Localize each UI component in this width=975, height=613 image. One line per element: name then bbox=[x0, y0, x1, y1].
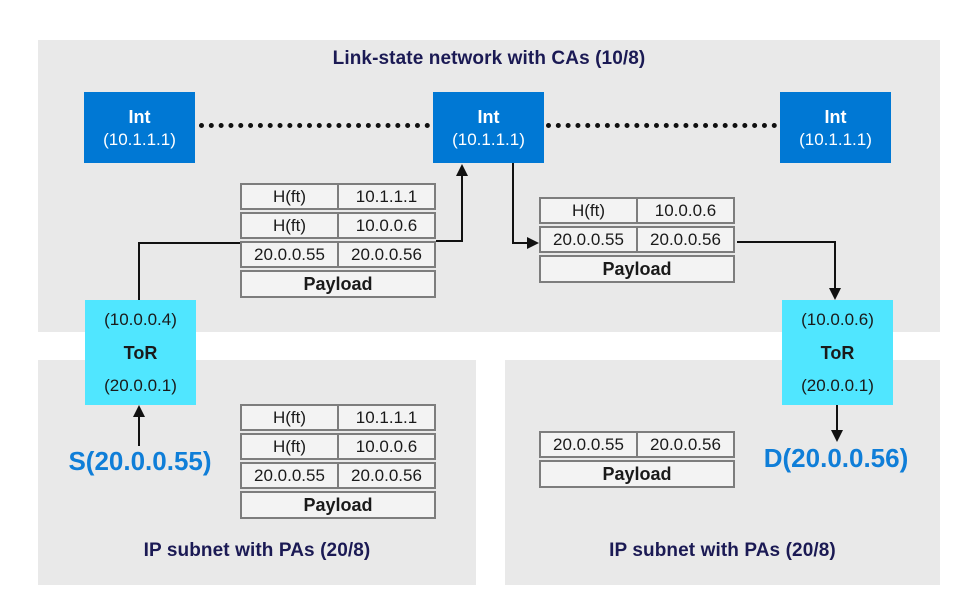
packet-cell: H(ft) bbox=[571, 201, 606, 220]
packet-row: H(ft) 10.0.0.6 bbox=[240, 433, 436, 460]
packet-row: 20.0.0.55 20.0.0.56 bbox=[240, 462, 436, 489]
packet-table-bottom-left: H(ft) 10.1.1.1 H(ft) 10.0.0.6 20.0.0.55 … bbox=[240, 404, 436, 519]
packet-row: 20.0.0.55 20.0.0.56 bbox=[240, 241, 436, 268]
connector-int-to-pkt-vertical bbox=[512, 163, 514, 244]
packet-cell: 10.0.0.6 bbox=[337, 435, 434, 458]
int-node-right: Int (10.1.1.1) bbox=[780, 92, 891, 163]
int-node-middle: Int (10.1.1.1) bbox=[433, 92, 544, 163]
packet-table-bottom-right: 20.0.0.55 20.0.0.56 Payload bbox=[539, 431, 735, 488]
int-node-address: (10.1.1.1) bbox=[799, 129, 872, 149]
connector-pkt-to-int-horizontal bbox=[436, 240, 463, 242]
int-node-name: Int bbox=[128, 106, 151, 127]
packet-cell: 20.0.0.56 bbox=[337, 464, 434, 487]
arrowhead-into-tor-right bbox=[829, 288, 841, 300]
connector-pkt-to-torright-vertical bbox=[834, 241, 836, 289]
packet-cell: 20.0.0.56 bbox=[636, 433, 733, 456]
connector-pkt-to-int-vertical bbox=[461, 175, 463, 242]
int-node-address: (10.1.1.1) bbox=[103, 129, 176, 149]
tor-node-name: ToR bbox=[820, 342, 855, 363]
connector-torleft-horizontal bbox=[138, 242, 240, 244]
int-node-name: Int bbox=[824, 106, 847, 127]
packet-row: 20.0.0.55 20.0.0.56 bbox=[539, 226, 735, 253]
arrowhead-into-int-middle bbox=[456, 164, 468, 176]
packet-payload: Payload bbox=[240, 270, 436, 298]
packet-cell: 10.1.1.1 bbox=[337, 185, 434, 208]
connector-int-to-pkt-horizontal bbox=[512, 242, 528, 244]
tor-node-name: ToR bbox=[123, 342, 158, 363]
tor-node-left: (10.0.0.4) ToR (20.0.0.1) bbox=[85, 300, 196, 405]
destination-endpoint-label: D(20.0.0.56) bbox=[763, 443, 909, 473]
packet-cell: 20.0.0.55 bbox=[553, 435, 624, 454]
packet-cell: H(ft) bbox=[272, 187, 307, 206]
tor-ca-address: (10.0.0.4) bbox=[104, 310, 177, 329]
diagram-title: Link-state network with CAs (10/8) bbox=[332, 48, 646, 69]
connector-torleft-vertical bbox=[138, 242, 140, 300]
arrowhead-into-tor-left bbox=[133, 405, 145, 417]
packet-row: H(ft) 10.1.1.1 bbox=[240, 183, 436, 210]
packet-row: 20.0.0.55 20.0.0.56 bbox=[539, 431, 735, 458]
tor-ca-address: (10.0.0.6) bbox=[801, 310, 874, 329]
packet-table-top-right: H(ft) 10.0.0.6 20.0.0.55 20.0.0.56 Paylo… bbox=[539, 197, 735, 283]
connector-dest-vertical bbox=[836, 405, 838, 431]
int-node-name: Int bbox=[477, 106, 500, 127]
packet-cell: 10.0.0.6 bbox=[337, 214, 434, 237]
packet-cell: 20.0.0.55 bbox=[254, 466, 325, 485]
packet-payload: Payload bbox=[539, 460, 735, 488]
tor-pa-address: (20.0.0.1) bbox=[104, 376, 177, 395]
connector-pkt-to-torright-horizontal bbox=[737, 241, 835, 243]
packet-cell: H(ft) bbox=[272, 437, 307, 456]
int-node-address: (10.1.1.1) bbox=[452, 129, 525, 149]
packet-cell: H(ft) bbox=[272, 408, 307, 427]
packet-payload: Payload bbox=[539, 255, 735, 283]
tor-pa-address: (20.0.0.1) bbox=[801, 376, 874, 395]
packet-cell: H(ft) bbox=[272, 216, 307, 235]
tor-node-right: (10.0.0.6) ToR (20.0.0.1) bbox=[782, 300, 893, 405]
packet-cell: 20.0.0.55 bbox=[254, 245, 325, 264]
packet-cell: 20.0.0.55 bbox=[553, 230, 624, 249]
dotted-link-left bbox=[199, 123, 430, 128]
packet-cell: 20.0.0.56 bbox=[337, 243, 434, 266]
subnet-left-label: IP subnet with PAs (20/8) bbox=[143, 540, 371, 561]
packet-table-top-left: H(ft) 10.1.1.1 H(ft) 10.0.0.6 20.0.0.55 … bbox=[240, 183, 436, 298]
subnet-right-label: IP subnet with PAs (20/8) bbox=[609, 540, 836, 561]
packet-row: H(ft) 10.0.0.6 bbox=[539, 197, 735, 224]
packet-cell: 10.0.0.6 bbox=[636, 199, 733, 222]
source-endpoint-label: S(20.0.0.55) bbox=[68, 446, 212, 476]
packet-cell: 10.1.1.1 bbox=[337, 406, 434, 429]
packet-row: H(ft) 10.1.1.1 bbox=[240, 404, 436, 431]
arrowhead-into-packet-right bbox=[527, 237, 539, 249]
packet-payload: Payload bbox=[240, 491, 436, 519]
packet-cell: 20.0.0.56 bbox=[636, 228, 733, 251]
int-node-left: Int (10.1.1.1) bbox=[84, 92, 195, 163]
dotted-link-right bbox=[546, 123, 777, 128]
packet-row: H(ft) 10.0.0.6 bbox=[240, 212, 436, 239]
arrowhead-to-destination bbox=[831, 430, 843, 442]
connector-source-vertical bbox=[138, 416, 140, 446]
link-state-network-region bbox=[38, 40, 940, 332]
